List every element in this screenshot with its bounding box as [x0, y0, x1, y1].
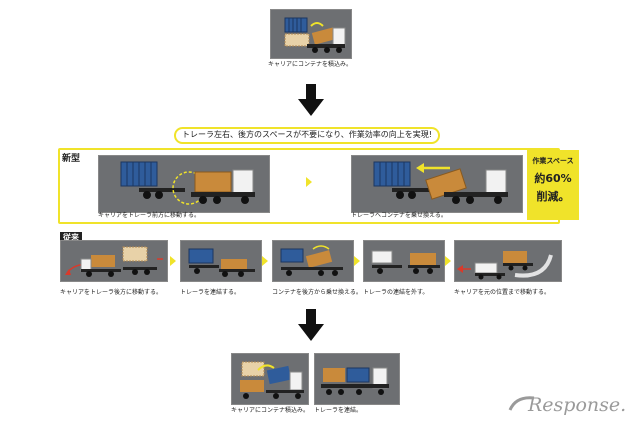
- old-step-4-caption: トレーラの連結を外す。: [363, 289, 429, 296]
- new-step-2-caption: トレーラへコンテナを乗せ換える。: [351, 212, 447, 219]
- space-reduction-badge: 作業スペース 約60% 削減。: [527, 150, 579, 220]
- old-step-2-caption: トレーラを連結する。: [180, 289, 241, 296]
- old-step-5-caption: キャリアを元の位置まで移動する。: [454, 289, 551, 296]
- new-step-1-caption: キャリアをトレーラ前方に移動する。: [98, 212, 201, 219]
- bottom-step-1-caption: キャリアにコンテナ積込み。: [231, 407, 310, 414]
- step-chevron-icon: [170, 256, 176, 266]
- bottom-step-1-image: [231, 353, 309, 405]
- badge-line-1: 作業スペース: [532, 157, 574, 165]
- down-arrow-icon: [298, 309, 324, 341]
- top-step-image: [270, 9, 352, 59]
- down-arrow-icon: [298, 84, 324, 116]
- old-step-1-image: [60, 240, 168, 282]
- old-method-label: 従来: [60, 232, 82, 243]
- old-step-5-image: [454, 240, 562, 282]
- old-step-1-caption: キャリアをトレーラ後方に移動する。: [60, 289, 163, 296]
- badge-line-2: 約60%: [534, 172, 572, 185]
- bottom-step-2-image: [314, 353, 400, 405]
- old-step-3-image: [272, 240, 354, 282]
- top-step-caption: キャリアにコンテナを積込み。: [268, 61, 353, 68]
- badge-line-3: 削減。: [536, 190, 570, 203]
- old-step-4-image: [363, 240, 445, 282]
- bottom-step-2-caption: トレーラを連結。: [314, 407, 363, 414]
- step-chevron-icon: [445, 256, 451, 266]
- new-step-2-image: [351, 155, 523, 213]
- step-chevron-icon: [306, 177, 312, 187]
- response-logo: Response.: [528, 394, 627, 416]
- old-step-3-caption: コンテナを後方から乗せ換える。: [272, 289, 362, 296]
- old-step-2-image: [180, 240, 262, 282]
- response-logo-swoosh-icon: [508, 396, 535, 411]
- new-step-1-image: [98, 155, 270, 213]
- new-method-label: 新型: [62, 154, 81, 164]
- step-chevron-icon: [354, 256, 360, 266]
- benefit-banner: トレーラ左右、後方のスペースが不要になり、作業効率の向上を実現!: [174, 127, 440, 144]
- step-chevron-icon: [262, 256, 268, 266]
